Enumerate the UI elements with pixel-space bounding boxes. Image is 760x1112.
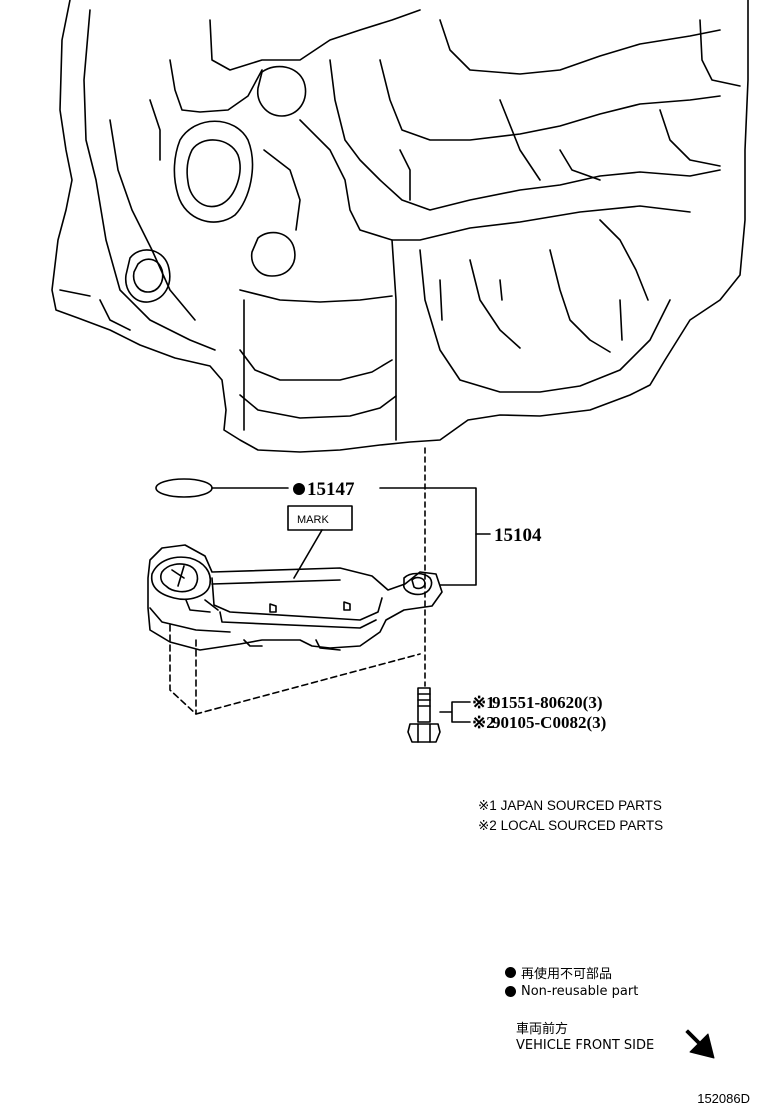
note-local-sourced: ※2 LOCAL SOURCED PARTS — [478, 818, 664, 833]
legend-jp-label: 再使用不可部品 — [521, 967, 613, 982]
note-japan-sourced: ※1 JAPAN SOURCED PARTS — [478, 798, 662, 813]
oil-strainer-illustration — [147, 544, 443, 651]
front-label-jp: 車両前方 — [516, 1022, 569, 1037]
o-ring — [155, 478, 213, 498]
o-ring-part-number: 15147 — [307, 479, 355, 500]
legend-non-reusable-jp: 再使用不可部品 — [505, 963, 612, 982]
bolt-bracket — [439, 701, 471, 723]
bolt-illustration — [407, 687, 441, 743]
front-label-en: VEHICLE FRONT SIDE — [516, 1038, 655, 1053]
assembly-bracket — [379, 487, 477, 586]
mark-label-box — [287, 505, 353, 531]
legend-en-label: Non-reusable part — [521, 984, 639, 999]
legend-dot-icon — [505, 967, 516, 978]
bolt-ref-2: ※2 — [472, 713, 495, 732]
bolt-part-number-2: 90105-C0082(3) — [492, 713, 606, 732]
mark-leader — [293, 529, 323, 579]
front-arrow-icon — [685, 1029, 715, 1059]
legend-non-reusable-en: Non-reusable part — [505, 984, 638, 999]
bolt-ref-1: ※1 — [472, 693, 495, 712]
figure-id: 152086D — [697, 1091, 750, 1106]
phantom-outline — [169, 624, 421, 715]
mark-label: MARK — [297, 514, 329, 526]
engine-block-illustration — [51, 0, 749, 453]
bolt-part-number-1: 91551-80620(3) — [492, 693, 602, 712]
strainer-assembly-part-number: 15104 — [494, 525, 542, 546]
non-reusable-dot-icon — [293, 483, 305, 495]
legend-dot-icon — [505, 986, 516, 997]
